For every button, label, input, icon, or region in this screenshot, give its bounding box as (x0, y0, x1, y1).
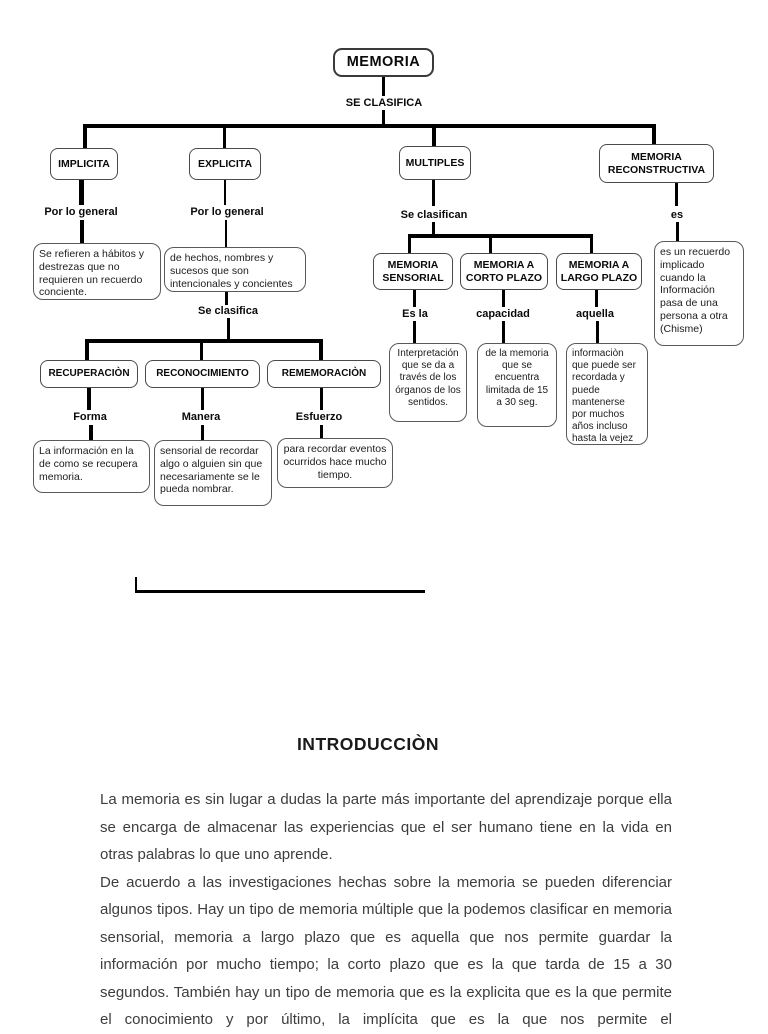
link-multiples: Se clasifican (400, 209, 468, 221)
connector-line (408, 238, 411, 253)
connector-line (382, 77, 385, 96)
connector-line (595, 290, 598, 307)
desc-corto-plazo: de la memoria que se encuentra limitada … (477, 343, 557, 427)
link-rememoracion: Esfuerzo (295, 411, 343, 423)
connector-line (225, 292, 228, 305)
connector-line (201, 425, 204, 440)
node-memoria: MEMORIA (333, 48, 434, 77)
connector-line (652, 128, 656, 144)
node-reconocimiento: RECONOCIMIENTO (145, 360, 260, 388)
link-se-clasifica: SE CLASIFICA (345, 97, 423, 109)
connector-line (596, 321, 599, 343)
link-largo-plazo: aquella (576, 308, 614, 320)
intro-paragraph: De acuerdo a las investigaciones hechas … (100, 873, 672, 1029)
intro-body: La memoria es sin lugar a dudas la parte… (100, 786, 672, 1034)
connector-line (224, 180, 226, 205)
connector-line (80, 220, 84, 243)
connector-line (320, 388, 323, 410)
connector-line (223, 128, 226, 148)
desc-reconstructiva: es un recuerdo implicado cuando la Infor… (654, 241, 744, 346)
desc-recuperacion: La información en la de como se recupera… (33, 440, 150, 493)
connector-line (85, 343, 89, 360)
connector-line (83, 128, 87, 148)
connector-line (413, 290, 416, 307)
connector-line (135, 590, 425, 593)
link-recuperacion: Forma (73, 411, 107, 423)
connector-line (320, 425, 323, 438)
desc-largo-plazo: informaciòn que puede ser recordada y pu… (566, 343, 648, 445)
link-reconstructiva: es (670, 209, 684, 221)
link-implicita: Por lo general (44, 206, 118, 218)
intro-heading: INTRODUCCIÒN (296, 734, 440, 754)
connector-line (135, 577, 137, 592)
link-explicita: Por lo general (190, 206, 264, 218)
connector-line (227, 318, 230, 339)
node-multiples: MULTIPLES (399, 146, 471, 180)
connector-line (432, 222, 435, 235)
connector-line (432, 180, 435, 206)
connector-line (502, 321, 505, 343)
connector-line (676, 222, 679, 241)
node-memoria-corto-plazo: MEMORIA A CORTO PLAZO (460, 253, 548, 290)
desc-explicita: de hechos, nombres y sucesos que son int… (164, 247, 306, 292)
desc-reconocimiento: sensorial de recordar algo o alguien sin… (154, 440, 272, 506)
desc-sensorial: Interpretación que se da a través de los… (389, 343, 467, 422)
link-corto-plazo: capacidad (476, 308, 530, 320)
connector-line (225, 220, 227, 247)
desc-rememoracion: para recordar eventos ocurridos hace muc… (277, 438, 393, 488)
connector-line (432, 128, 436, 146)
connector-line (382, 110, 385, 125)
connector-line (89, 425, 93, 440)
desc-implicita: Se refieren a hábitos y destrezas que no… (33, 243, 161, 300)
connector-line (79, 180, 84, 205)
node-memoria-largo-plazo: MEMORIA A LARGO PLAZO (556, 253, 642, 290)
concept-map: MEMORIA SE CLASIFICA IMPLICITA EXPLICITA… (33, 48, 744, 593)
connector-line (319, 343, 323, 360)
node-implicita: IMPLICITA (50, 148, 118, 180)
connector-line (201, 388, 204, 410)
intro-paragraph: La memoria es sin lugar a dudas la parte… (100, 791, 672, 863)
link-sensorial: Es la (402, 308, 428, 320)
connector-line (83, 124, 656, 128)
connector-line (85, 339, 323, 343)
connector-line (408, 234, 593, 238)
connector-line (590, 238, 593, 253)
node-memoria-reconstructiva: MEMORIA RECONSTRUCTIVA (599, 144, 714, 183)
node-rememoracion: REMEMORACIÒN (267, 360, 381, 388)
node-memoria-sensorial: MEMORIA SENSORIAL (373, 253, 453, 290)
connector-line (502, 290, 505, 307)
connector-line (87, 388, 91, 410)
node-recuperacion: RECUPERACIÒN (40, 360, 138, 388)
link-explicita-sub: Se clasifica (198, 305, 258, 317)
connector-line (413, 321, 416, 343)
connector-line (200, 343, 203, 360)
link-reconocimiento: Manera (181, 411, 221, 423)
connector-line (489, 238, 492, 253)
node-explicita: EXPLICITA (189, 148, 261, 180)
connector-line (675, 183, 678, 206)
